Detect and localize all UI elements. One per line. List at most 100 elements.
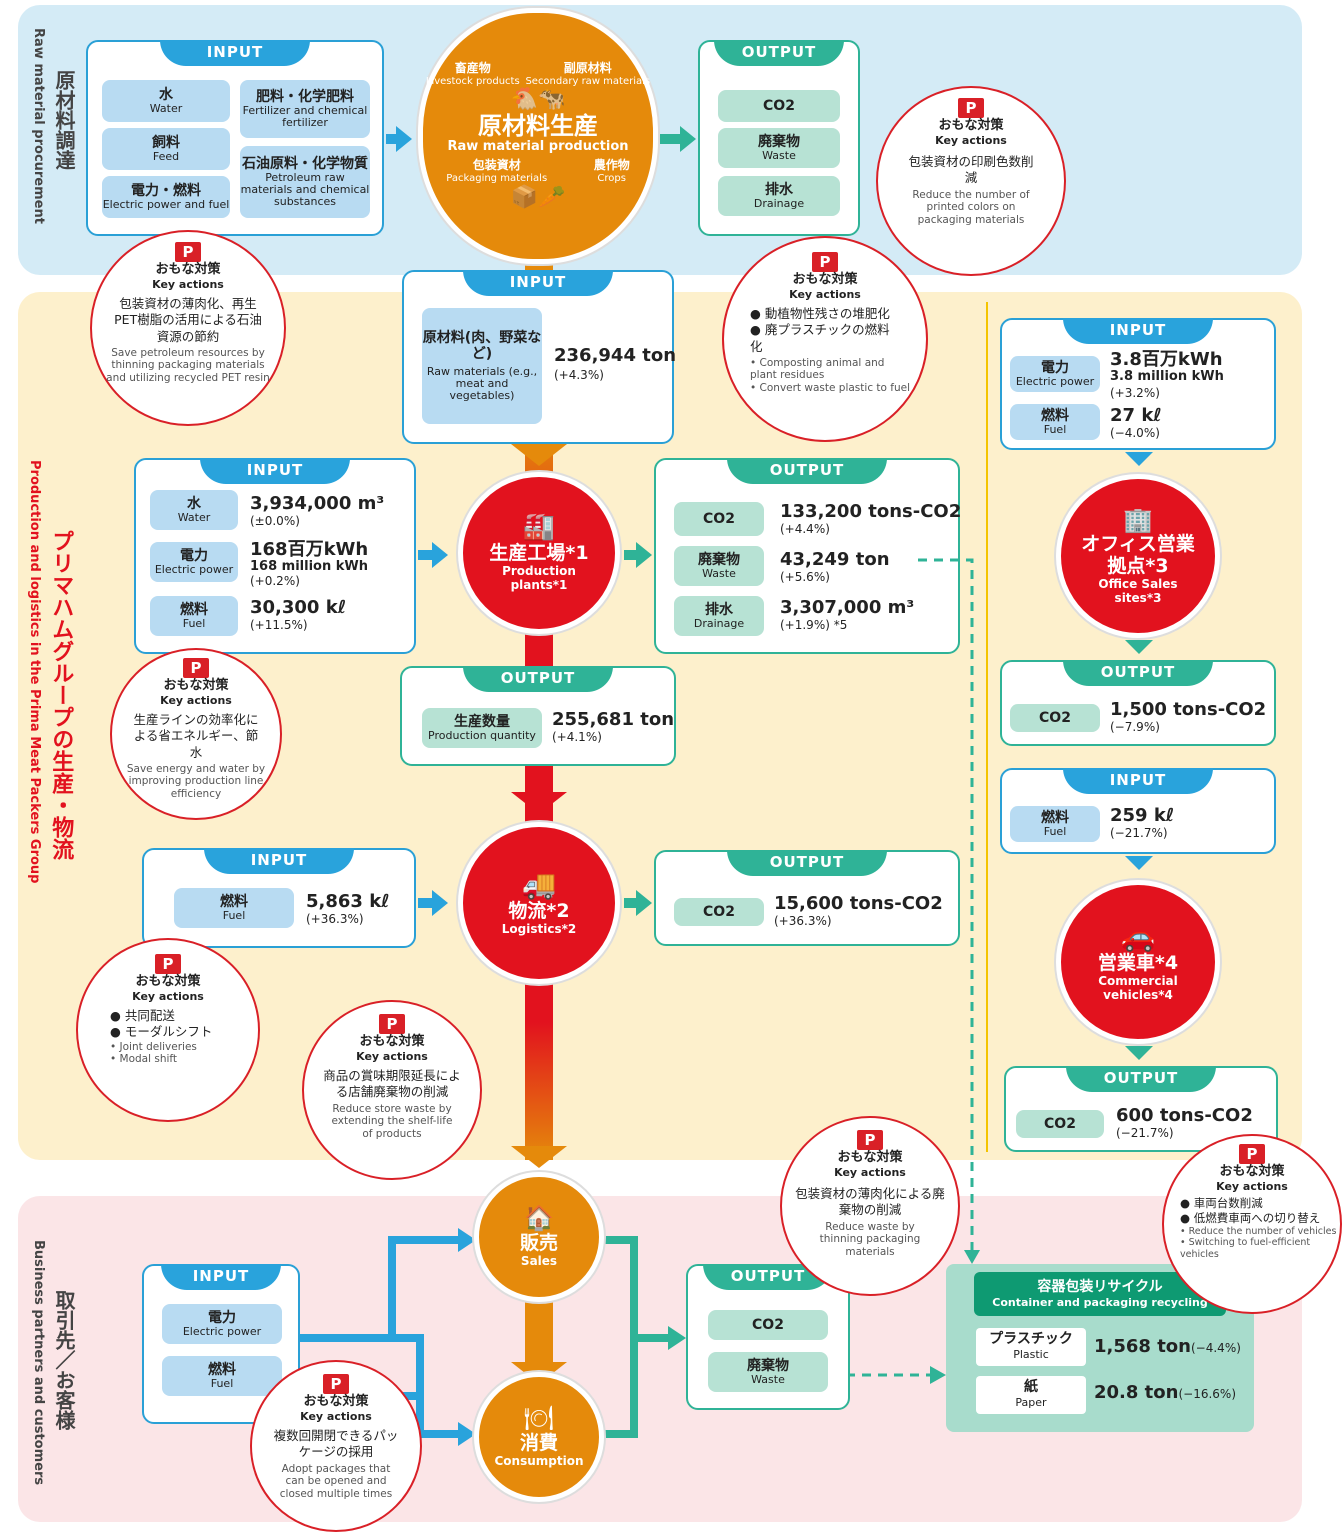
consumption-node: 🍽 消費 Consumption xyxy=(474,1372,604,1502)
recycle-paper-pill: 紙 Paper xyxy=(976,1376,1086,1414)
vehicle-input-tab: INPUT xyxy=(1063,768,1213,794)
livestock-label: 畜産物 xyxy=(454,61,491,76)
raw-output-co2: CO2 xyxy=(718,90,840,122)
office-title: オフィス営業拠点*3 xyxy=(1081,533,1195,577)
flow-arrow-3 xyxy=(511,1146,567,1168)
raw-materials-value: 236,944 ton xyxy=(554,345,677,366)
box-icon: 📦🥕 xyxy=(510,184,566,210)
biz-output-co2: CO2 xyxy=(708,1310,828,1340)
raw-output-arrow-shaft xyxy=(660,134,682,144)
office-output-arrow xyxy=(1125,640,1153,654)
biz-input-tab: INPUT xyxy=(161,1264,281,1290)
plant-fuel-change: (+11.5%) xyxy=(250,618,308,632)
section-raw-subtitle: Raw material procurement xyxy=(30,28,46,224)
recycle-plastic-pill: プラスチック Plastic xyxy=(976,1328,1086,1366)
plant-output-arrow-shaft xyxy=(624,550,638,560)
logistics-output-arrow xyxy=(636,890,652,916)
raw-input-tab: INPUT xyxy=(160,40,310,66)
raw-input-arrow-shaft xyxy=(386,134,398,144)
office-divider xyxy=(986,302,988,1152)
logistics-input-arrow xyxy=(432,890,448,916)
plant-output-tab: OUTPUT xyxy=(727,458,887,484)
recycle-header: 容器包装リサイクル Container and packaging recycl… xyxy=(974,1272,1226,1316)
section-biz-title: 取引先／お客様 xyxy=(52,1290,76,1430)
prima-logo-icon: P xyxy=(379,1014,405,1034)
office-input-tab: INPUT xyxy=(1063,318,1213,344)
office-output-tab: OUTPUT xyxy=(1063,660,1213,686)
plant-co2-change: (+4.4%) xyxy=(780,522,830,536)
plant-output-arrow xyxy=(636,542,652,568)
vehicle-fuel-change: (−21.7%) xyxy=(1110,826,1168,840)
office-output-co2: CO2 xyxy=(1010,704,1100,732)
prima-logo-icon: P xyxy=(857,1130,883,1150)
factory-icon: 🏭 xyxy=(522,512,556,543)
production-quantity-change: (+4.1%) xyxy=(552,730,602,744)
logistics-subtitle: Logistics*2 xyxy=(501,922,577,937)
vehicle-fuel-value: 259 kℓ xyxy=(1110,805,1175,826)
raw-materials-input-tab: INPUT xyxy=(463,270,613,296)
cow-icon: 🐔🐄 xyxy=(510,87,566,113)
section-raw-title: 原材料調達 xyxy=(52,70,76,170)
production-output-tab: OUTPUT xyxy=(463,666,613,692)
logistics-co2-value: 15,600 tons-CO2 xyxy=(774,893,943,914)
vehicle-node: 🚗 営業車*4 Commercial vehicles*4 xyxy=(1056,880,1220,1044)
sales-title: 販売 xyxy=(519,1231,558,1254)
flow-arrow-1 xyxy=(511,444,567,466)
raw-output-tab: OUTPUT xyxy=(714,40,844,66)
plant-power-change: (+0.2%) xyxy=(250,574,300,588)
office-co2-value: 1,500 tons-CO2 xyxy=(1110,699,1267,720)
logistics-fuel-change: (+36.3%) xyxy=(306,912,364,926)
prima-logo-icon: P xyxy=(155,954,181,974)
vehicle-subtitle: Commercial vehicles*4 xyxy=(1098,974,1178,1003)
raw-materials-input-card: INPUT 原材料(肉、野菜など)Raw materials (e.g., me… xyxy=(402,270,677,444)
raw-production-title: 原材料生産 xyxy=(478,111,598,140)
vehicle-co2-change: (−21.7%) xyxy=(1116,1126,1174,1140)
prima-logo-icon: P xyxy=(1239,1144,1265,1164)
raw-materials-pill: 原材料(肉、野菜など)Raw materials (e.g., meat and… xyxy=(422,308,542,424)
logistics-node: 🚚 物流*2 Logistics*2 xyxy=(458,822,620,984)
prima-logo-icon: P xyxy=(958,98,984,118)
raw-production-subtitle: Raw material production xyxy=(447,139,629,155)
vehicle-output-tab: OUTPUT xyxy=(1066,1066,1216,1092)
plant-waste-value: 43,249 ton xyxy=(780,549,890,570)
car-icon: 🚗 xyxy=(1120,920,1156,954)
plant-water-value: 3,934,000 m³ xyxy=(250,493,385,514)
office-fuel-value: 27 kℓ xyxy=(1110,405,1162,426)
plant-input-arrow xyxy=(432,542,448,568)
office-node: 🏢 オフィス営業拠点*3 Office Sales sites*3 xyxy=(1056,474,1220,638)
plant-water-change: (±0.0%) xyxy=(250,514,300,528)
office-co2-change: (−7.9%) xyxy=(1110,720,1160,734)
vehicle-output-arrow xyxy=(1125,1046,1153,1060)
office-output-card: OUTPUT CO2 1,500 tons-CO2 (−7.9%) xyxy=(1000,660,1276,746)
sales-subtitle: Sales xyxy=(520,1253,558,1268)
office-subtitle: Office Sales sites*3 xyxy=(1098,576,1178,605)
